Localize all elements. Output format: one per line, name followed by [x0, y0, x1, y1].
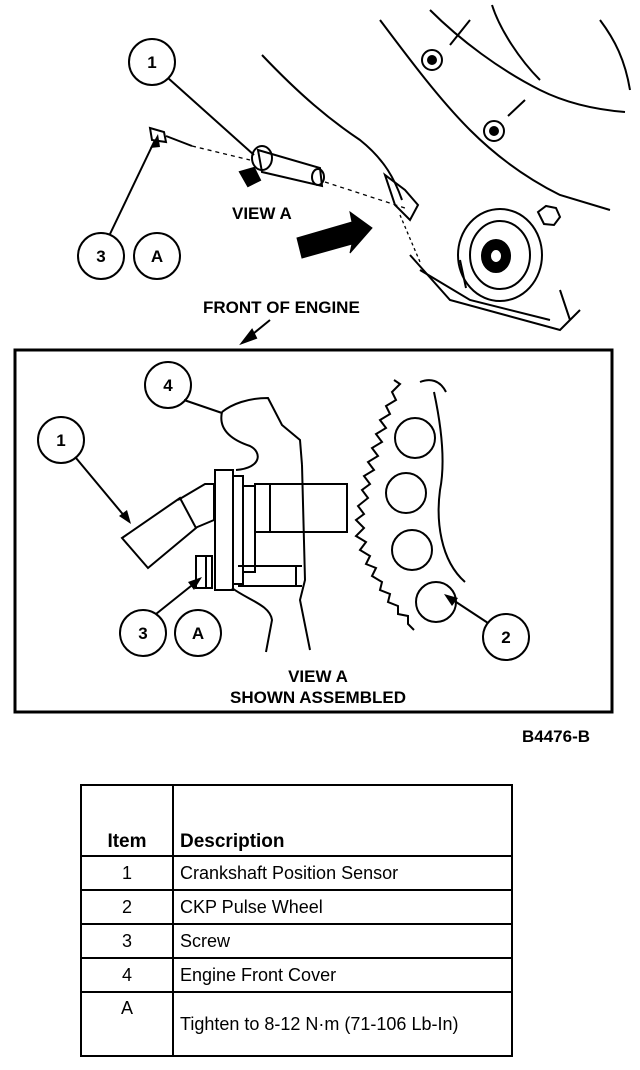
- svg-text:3: 3: [138, 624, 147, 643]
- callout-sensor-detail: 1: [37, 416, 131, 524]
- detail-caption-line2: SHOWN ASSEMBLED: [230, 688, 406, 707]
- table-row: 4 Engine Front Cover: [80, 957, 513, 993]
- callout-torque-detail: A: [174, 609, 222, 657]
- table-row: 1 Crankshaft Position Sensor: [80, 855, 513, 891]
- svg-text:2: 2: [501, 628, 510, 647]
- svg-text:A: A: [192, 624, 204, 643]
- item-cell: 4: [80, 957, 174, 993]
- item-cell: 2: [80, 889, 174, 925]
- item-cell: 1: [80, 855, 174, 891]
- engine-diagram: 1 3 A VIEW A FRONT OF ENGINE: [13, 4, 631, 714]
- view-direction-arrow: [296, 210, 373, 259]
- column-header-item: Item: [80, 784, 174, 857]
- parts-table: Item Description 1 Crankshaft Position S…: [80, 784, 513, 1057]
- callout-screw-top: 3: [77, 134, 160, 280]
- table-row: 3 Screw: [80, 923, 513, 959]
- svg-text:1: 1: [147, 53, 156, 72]
- detail-illustration: [120, 379, 466, 653]
- svg-text:1: 1: [56, 431, 65, 450]
- description-cell: CKP Pulse Wheel: [172, 889, 513, 925]
- callout-torque-top: A: [133, 232, 181, 280]
- svg-text:A: A: [151, 247, 163, 266]
- description-cell: Screw: [172, 923, 513, 959]
- front-of-engine-arrow: [239, 319, 271, 346]
- table-row: 2 CKP Pulse Wheel: [80, 889, 513, 925]
- description-cell: Crankshaft Position Sensor: [172, 855, 513, 891]
- front-of-engine-label: FRONT OF ENGINE: [203, 298, 360, 317]
- callout-cover-detail: 4: [144, 361, 223, 414]
- figure-code: B4476-B: [522, 727, 591, 746]
- callout-sensor-top: 1: [128, 38, 255, 156]
- svg-text:4: 4: [163, 376, 173, 395]
- item-cell: 3: [80, 923, 174, 959]
- svg-text:3: 3: [96, 247, 105, 266]
- table-header-row: Item Description: [80, 784, 513, 857]
- detail-caption-line1: VIEW A: [288, 667, 348, 686]
- callout-screw-detail: 3: [119, 577, 202, 657]
- column-header-description: Description: [172, 784, 513, 857]
- callout-wheel-detail: 2: [444, 594, 530, 661]
- table-row: A Tighten to 8-12 N·m (71-106 Lb-In): [80, 991, 513, 1057]
- item-cell: A: [80, 991, 174, 1057]
- description-cell: Engine Front Cover: [172, 957, 513, 993]
- detail-box: [13, 348, 614, 714]
- description-cell: Tighten to 8-12 N·m (71-106 Lb-In): [172, 991, 513, 1057]
- engine-illustration: [148, 4, 631, 332]
- view-a-label: VIEW A: [232, 204, 292, 223]
